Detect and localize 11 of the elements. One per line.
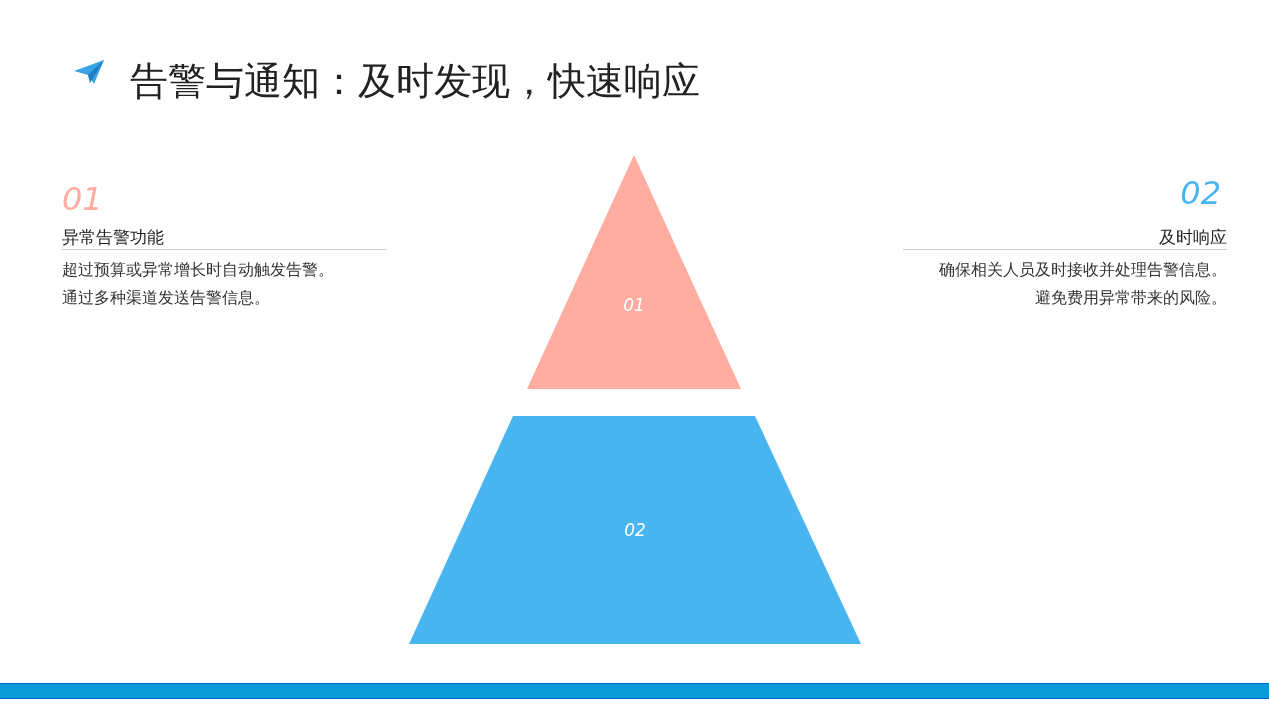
description-text: 超过预算或异常增长时自动触发告警。 [62, 260, 334, 281]
description-text: 避免费用异常带来的风险。 [1035, 288, 1227, 309]
description-text: 通过多种渠道发送告警信息。 [62, 288, 270, 309]
section-number: 02 [1180, 174, 1221, 212]
section-number: 01 [62, 180, 103, 218]
section-heading: 异常告警功能 [62, 226, 164, 249]
description-text: 确保相关人员及时接收并处理告警信息。 [939, 260, 1227, 281]
slide-title: 告警与通知：及时发现，快速响应 [130, 58, 700, 105]
section-heading: 及时响应 [1159, 226, 1227, 249]
section-number: 01 [622, 295, 646, 315]
section-number: 02 [623, 520, 647, 540]
